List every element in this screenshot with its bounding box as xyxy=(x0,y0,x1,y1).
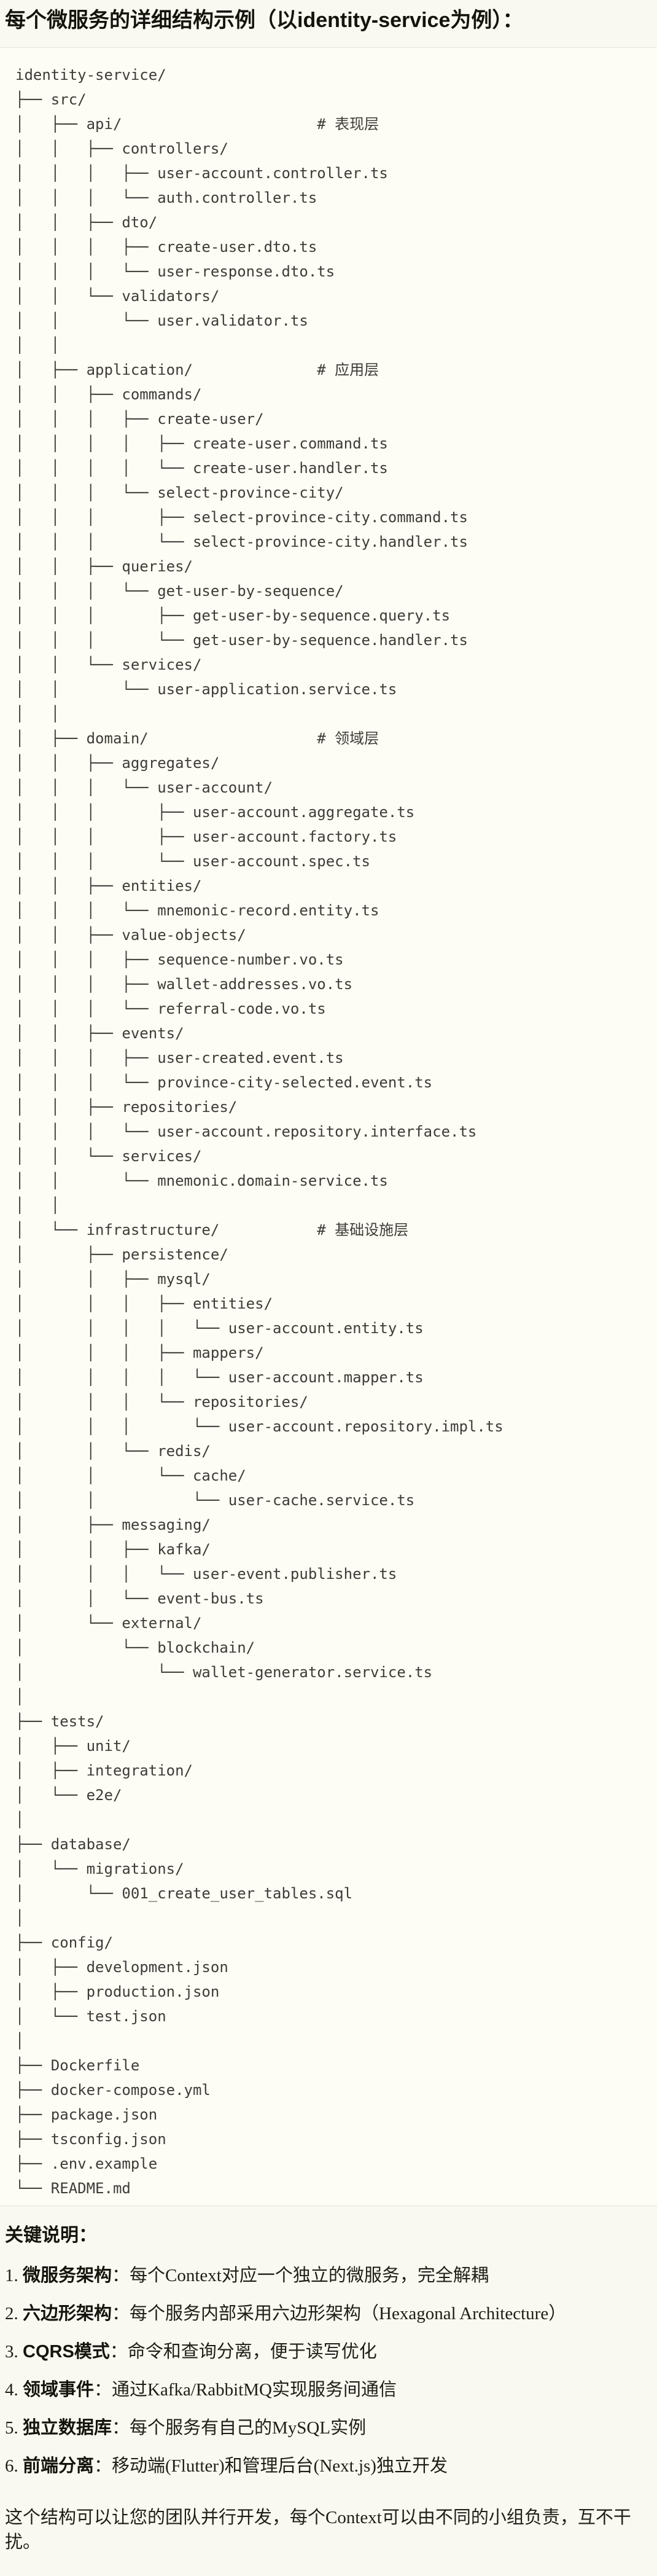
note-item-frontend-separation: 6. 前端分离：移动端(Flutter)和管理后台(Next.js)独立开发 xyxy=(5,2454,650,2478)
note-desc: ：每个服务有自己的MySQL实例 xyxy=(112,2417,367,2438)
note-number: 4. xyxy=(5,2379,23,2400)
notes-heading: 关键说明： xyxy=(5,2225,97,2245)
note-term: 六边形架构 xyxy=(23,2303,112,2323)
note-number: 5. xyxy=(5,2417,23,2438)
notes-section: 关键说明： 1. 微服务架构：每个Context对应一个独立的微服务，完全解耦 … xyxy=(0,2223,657,2576)
note-number: 1. xyxy=(5,2265,23,2285)
note-desc: ：通过Kafka/RabbitMQ实现服务间通信 xyxy=(94,2379,397,2400)
closing-note: 这个结构可以让您的团队并行开发，每个Context可以由不同的小组负责，互不干扰… xyxy=(5,2507,631,2553)
note-term: 前端分离 xyxy=(23,2456,95,2476)
note-number: 2. xyxy=(5,2303,23,2323)
note-term: CQRS模式 xyxy=(23,2341,110,2362)
note-item-domain-events: 4. 领域事件：通过Kafka/RabbitMQ实现服务间通信 xyxy=(5,2378,650,2402)
note-item-microservice: 1. 微服务架构：每个Context对应一个独立的微服务，完全解耦 xyxy=(5,2263,650,2288)
note-term: 独立数据库 xyxy=(23,2417,112,2438)
note-desc: ：每个服务内部采用六边形架构（Hexagonal Architecture） xyxy=(112,2303,567,2323)
directory-tree-block: identity-service/ ├── src/ │ ├── api/ # … xyxy=(0,47,657,2206)
page-title: 每个微服务的详细结构示例（以identity-service为例）： xyxy=(5,9,524,32)
note-item-cqrs: 3. CQRS模式：命令和查询分离，便于读写优化 xyxy=(5,2339,650,2364)
note-term: 微服务架构 xyxy=(23,2265,112,2285)
note-item-independent-db: 5. 独立数据库：每个服务有自己的MySQL实例 xyxy=(5,2416,650,2440)
note-term: 领域事件 xyxy=(23,2379,95,2400)
note-number: 6. xyxy=(5,2456,23,2476)
note-desc: ：命令和查询分离，便于读写优化 xyxy=(109,2341,377,2362)
note-number: 3. xyxy=(5,2341,23,2362)
note-desc: ：每个Context对应一个独立的微服务，完全解耦 xyxy=(112,2265,489,2285)
directory-tree: identity-service/ ├── src/ │ ├── api/ # … xyxy=(15,66,503,2197)
note-item-hexagonal: 2. 六边形架构：每个服务内部采用六边形架构（Hexagonal Archite… xyxy=(5,2301,650,2326)
note-desc: ：移动端(Flutter)和管理后台(Next.js)独立开发 xyxy=(94,2456,448,2476)
